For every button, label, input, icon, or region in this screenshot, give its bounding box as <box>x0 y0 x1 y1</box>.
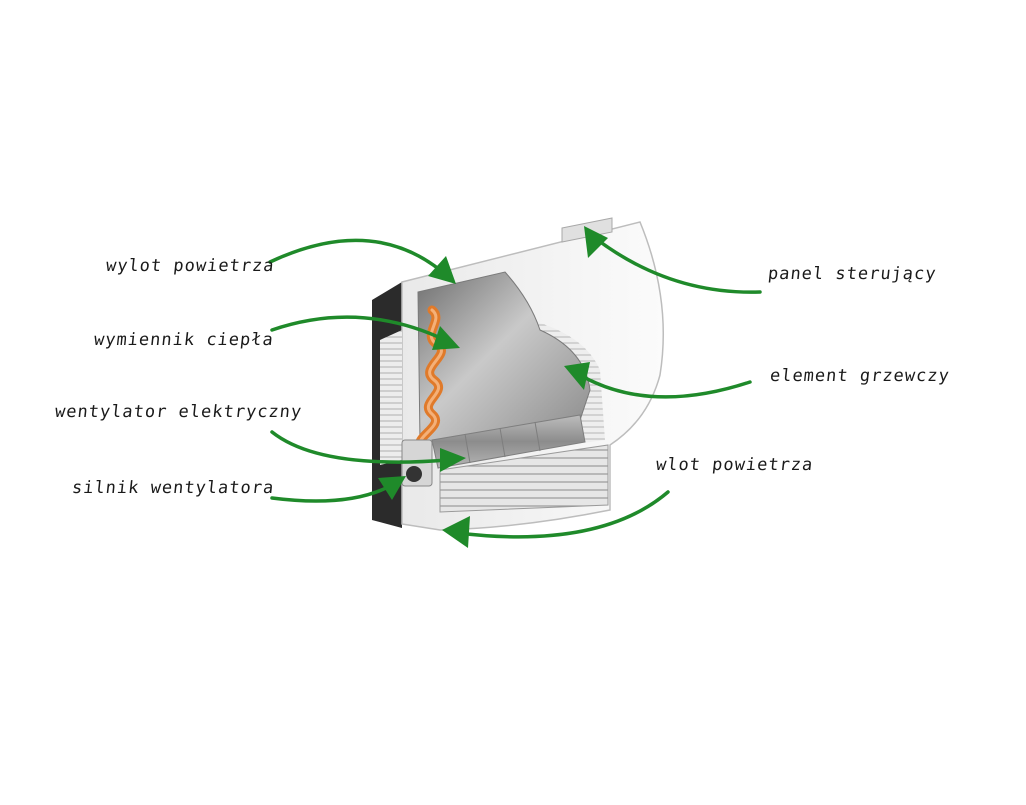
label-outlet-air: wylot powietrza <box>104 256 276 276</box>
fan-cylinder <box>431 414 586 469</box>
label-fan-motor: silnik wentylatora <box>70 478 276 498</box>
arrow-fan-motor <box>270 483 394 503</box>
label-electric-fan: wentylator elektryczny <box>53 402 304 422</box>
label-heat-exchanger: wymiennik ciepła <box>92 330 275 350</box>
arrowhead-electric-fan <box>440 448 466 472</box>
label-heating-element: element grzewczy <box>768 366 951 386</box>
arrowhead-control-panel <box>584 226 608 258</box>
arrowhead-heat-exchanger <box>432 326 460 350</box>
arrow-heat-exchanger <box>270 315 447 342</box>
bottom-grille <box>439 444 609 513</box>
arrowhead-heating-element <box>564 362 590 390</box>
arrow-inlet-air <box>456 490 670 539</box>
label-control-panel: panel sterujący <box>766 264 938 284</box>
side-wall <box>380 330 402 465</box>
arrow-heating-element <box>578 373 752 399</box>
arrowhead-inlet-air <box>442 516 470 548</box>
arrowhead-fan-motor <box>378 476 406 500</box>
arrow-outlet-air <box>268 238 442 272</box>
arrow-electric-fan <box>270 430 450 464</box>
label-inlet-air: wlot powietrza <box>654 455 815 475</box>
arrowhead-outlet-air <box>428 256 456 284</box>
arrow-control-panel <box>593 236 762 294</box>
